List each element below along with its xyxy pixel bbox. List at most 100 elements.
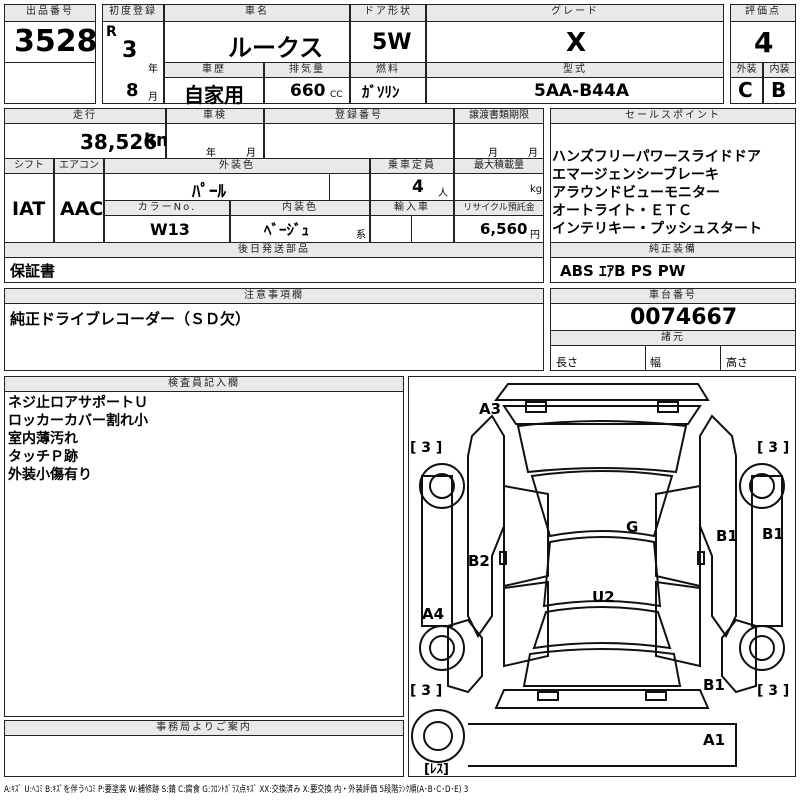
sales-points-header: セールスポイント bbox=[550, 108, 796, 124]
shift-box bbox=[4, 173, 54, 243]
score-header: 評価点 bbox=[730, 4, 796, 22]
exterior-box bbox=[730, 77, 763, 104]
unit-yen: 円 bbox=[530, 230, 540, 241]
sales-points-box bbox=[550, 123, 796, 243]
int-color-header: 内装色 bbox=[230, 200, 370, 216]
first-reg-header: 初度登録 bbox=[102, 4, 164, 22]
capacity-header: 乗車定員 bbox=[370, 158, 454, 174]
color-no-box bbox=[104, 215, 230, 243]
mileage-header: 走行 bbox=[4, 108, 166, 124]
unit-kg: kg bbox=[530, 184, 543, 195]
era-mark: R bbox=[106, 24, 117, 40]
history-box bbox=[164, 77, 264, 104]
import-box-2 bbox=[411, 215, 454, 243]
unit-kei: 系 bbox=[356, 230, 366, 241]
import-box bbox=[370, 215, 412, 243]
inspector-note: 室内薄汚れ bbox=[8, 431, 78, 447]
sales-point: インテリキー・プッシュスタート bbox=[552, 221, 762, 237]
lot-no-box bbox=[4, 21, 96, 63]
sales-point: エマージェンシーブレーキ bbox=[552, 167, 719, 183]
reg-year: 3 bbox=[122, 38, 138, 63]
legend: A:ｷｽﾞ U:ﾍｺﾐ B:ｷｽﾞを伴うﾍｺﾐ P:要塗装 W:補修跡 S:錆 … bbox=[4, 782, 584, 795]
unit-month: 月 bbox=[148, 92, 158, 103]
interior-header: 内装 bbox=[763, 62, 796, 78]
equipment-box bbox=[550, 257, 796, 283]
length-box bbox=[550, 345, 646, 371]
lot-no-blank bbox=[4, 62, 96, 104]
door-box bbox=[350, 21, 426, 63]
sales-points-list: ハンズフリーパワースライドドア エマージェンシーブレーキ アラウンドビューモニタ… bbox=[552, 148, 762, 238]
ext-color-header: 外装色 bbox=[104, 158, 370, 174]
fuel-header: 燃料 bbox=[350, 62, 426, 78]
model-box bbox=[426, 77, 724, 104]
later-parts: 保証書 bbox=[10, 262, 56, 280]
mark-a3: A3 bbox=[479, 400, 502, 418]
caution-box bbox=[4, 303, 544, 371]
recycle-header: リサイクル預託金 bbox=[454, 200, 544, 216]
mark-b1-right: B1 bbox=[716, 527, 738, 545]
interior-box bbox=[763, 77, 796, 104]
max-load-header: 最大積載量 bbox=[454, 158, 544, 174]
capacity: 4 bbox=[412, 177, 424, 197]
recycle: 6,560 bbox=[480, 220, 528, 238]
car-diagram bbox=[411, 383, 785, 767]
transfer-month-unit: 月 bbox=[488, 148, 498, 159]
sales-point: アラウンドビューモニター bbox=[552, 185, 720, 201]
chassis-no: 0074667 bbox=[630, 305, 738, 330]
inspection-header: 車検 bbox=[166, 108, 264, 124]
sales-point: オートライト・ＥＴＣ bbox=[552, 203, 692, 219]
transfer-day-unit: 月 bbox=[528, 148, 538, 159]
car-name: ルークス bbox=[228, 34, 324, 62]
tire-fl: [ 3 ] bbox=[410, 440, 443, 456]
exterior-score: C bbox=[738, 78, 753, 102]
unit-person: 人 bbox=[438, 188, 448, 199]
mileage: 38,526 bbox=[80, 130, 158, 154]
length-label: 長さ bbox=[556, 356, 578, 369]
chassis-header: 車台番号 bbox=[550, 288, 796, 304]
later-parts-box bbox=[4, 257, 544, 283]
unit-cc: CC bbox=[330, 90, 343, 100]
ext-color: ﾊﾟｰﾙ bbox=[192, 182, 226, 202]
fuel: ｶﾞｿﾘﾝ bbox=[362, 83, 400, 101]
spare-tire-mark: [ﾚｽ] bbox=[424, 762, 449, 777]
unit-year: 年 bbox=[148, 64, 158, 75]
aircon-header: エアコン bbox=[54, 158, 104, 174]
first-reg-box bbox=[102, 21, 164, 104]
door-type: 5W bbox=[372, 30, 412, 55]
history-header: 車歴 bbox=[164, 62, 264, 78]
score: 4 bbox=[754, 26, 774, 59]
grade-header: グレード bbox=[426, 4, 724, 22]
inspector-header: 検査員記入欄 bbox=[4, 376, 404, 392]
lot-no-header: 出品番号 bbox=[4, 4, 96, 22]
car-diagram-frame bbox=[408, 376, 796, 777]
registration-box bbox=[264, 123, 454, 159]
color-no-header: カラーNo. bbox=[104, 200, 230, 216]
shift: IAT bbox=[12, 198, 46, 220]
mark-b2: B2 bbox=[468, 552, 490, 570]
inspector-note: 外装小傷有り bbox=[8, 467, 92, 483]
door-header: ドア形状 bbox=[350, 4, 426, 22]
int-color: ﾍﾞｰｼﾞｭ bbox=[264, 221, 310, 239]
height-label: 高さ bbox=[726, 356, 748, 369]
mark-u2: U2 bbox=[592, 588, 615, 606]
mark-a1: A1 bbox=[703, 731, 726, 749]
mileage-box bbox=[4, 123, 166, 159]
later-parts-header: 後日発送部品 bbox=[4, 242, 544, 258]
registration-header: 登録番号 bbox=[264, 108, 454, 124]
displacement-box bbox=[264, 77, 350, 104]
displacement: 660 bbox=[290, 81, 326, 101]
transfer-header: 譲渡書類期限 bbox=[454, 108, 544, 124]
aircon-box bbox=[54, 173, 104, 243]
caution: 純正ドライブレコーダー（ＳＤ欠） bbox=[10, 310, 251, 328]
import-header: 輸入車 bbox=[370, 200, 454, 216]
tire-rr: [ 3 ] bbox=[757, 683, 790, 699]
height-box bbox=[720, 345, 796, 371]
caution-header: 注意事項欄 bbox=[4, 288, 544, 304]
insp-month-unit: 月 bbox=[246, 148, 256, 159]
mark-b1-lower: B1 bbox=[703, 676, 725, 694]
fuel-box bbox=[350, 77, 426, 104]
car-name-header: 車名 bbox=[164, 4, 350, 22]
sales-point: ハンズフリーパワースライドドア bbox=[552, 149, 761, 165]
score-box bbox=[730, 21, 796, 63]
tire-fr: [ 3 ] bbox=[757, 440, 790, 456]
